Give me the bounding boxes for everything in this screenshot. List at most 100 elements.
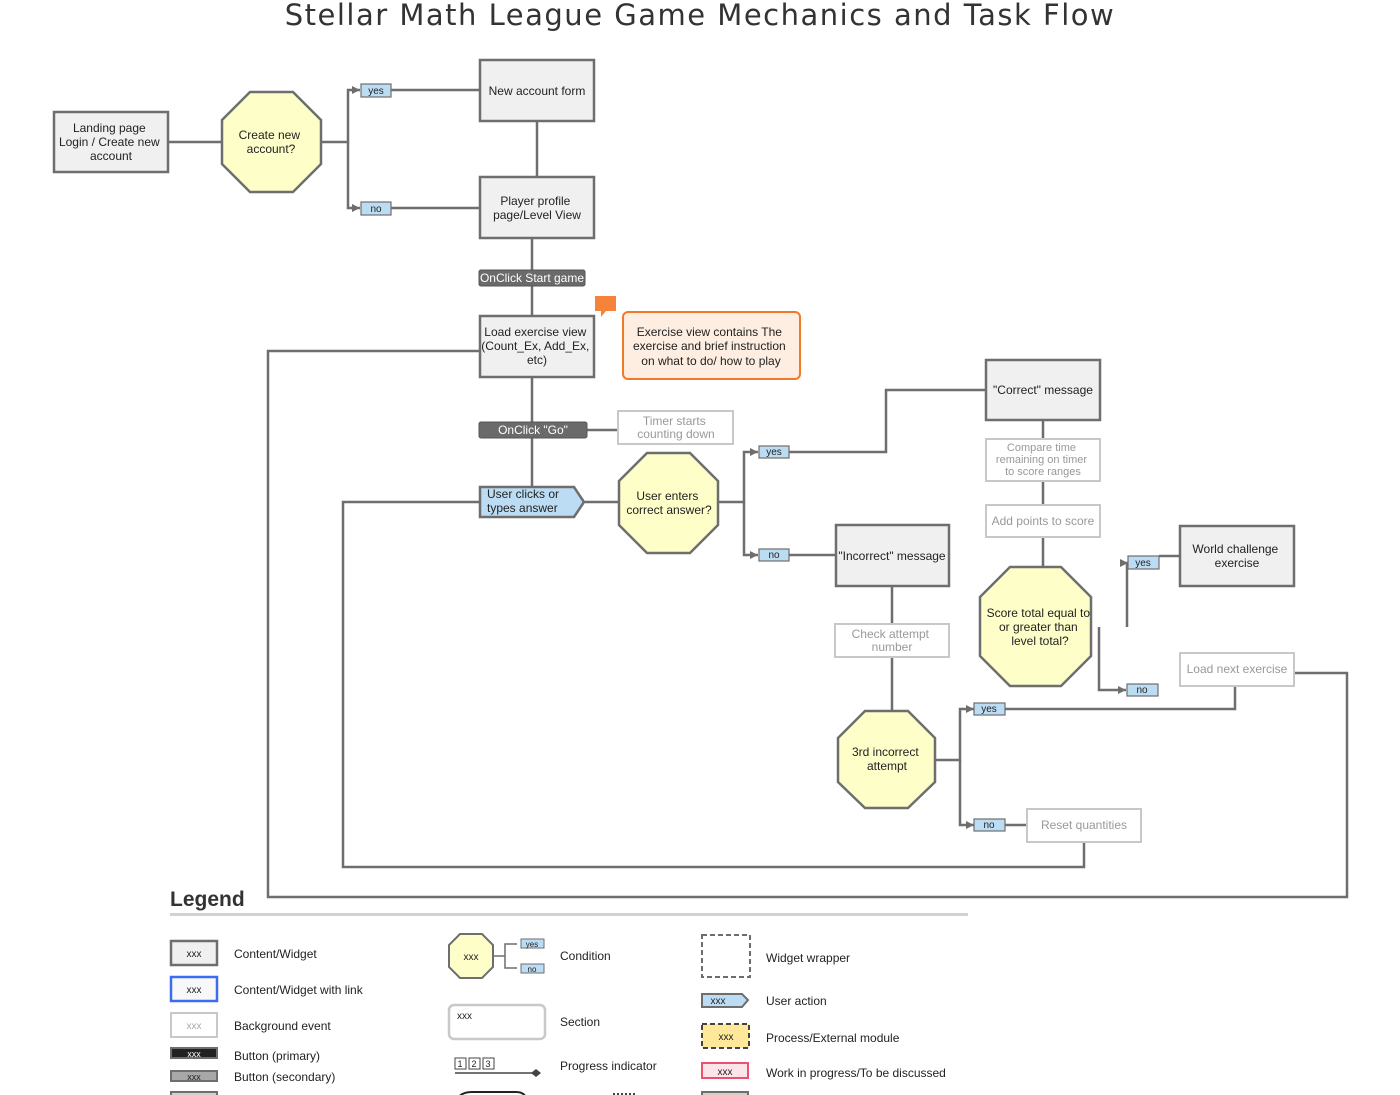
incorrect-message-box: "Incorrect" message [834, 523, 951, 588]
connector-score-yes [1125, 561, 1129, 627]
legend-bp-label: Button (primary) [234, 1049, 320, 1063]
connectors [168, 88, 1349, 899]
legend-progress: 1 2 3 Progress indicator [454, 1057, 657, 1077]
svg-text:Landing page Login / Cre: Landing page Login / Create new account [59, 121, 163, 163]
connector-yes-correctmsg [789, 388, 986, 454]
legend-process: xxx Process/External module [701, 1023, 900, 1049]
user-answer-action: User clicks or types answer [478, 485, 586, 519]
svg-text:Create new account?: Create new account? [239, 128, 304, 156]
legend-step-1: 1 [457, 1059, 462, 1069]
svg-text:Check attempt number: Check attempt number [852, 627, 933, 654]
score-total-condition: Score total equal to or greater than lev… [978, 565, 1094, 688]
third-yes-label: yes [981, 704, 997, 715]
svg-text:User enters correct answ: User enters correct answer? [626, 489, 712, 517]
svg-text:Player profile page/Leve: Player profile page/Level View [493, 194, 581, 222]
incorrect-message-label: "Incorrect" message [838, 549, 946, 563]
legend: Legend xxx Content/Widget xxx Content/Wi… [169, 888, 968, 1095]
legend-content-link: xxx Content/Widget with link [169, 975, 364, 1003]
load-exercise-line-2: (Count_Ex, Add_Ex, [481, 339, 589, 353]
legend-sec-sample: xxx [457, 1011, 472, 1022]
score-yes-label: yes [1135, 558, 1151, 569]
third-attempt-condition: 3rd incorrect attempt [836, 709, 937, 810]
reset-label: Reset quantities [1041, 818, 1127, 832]
legend-background-event: xxx Background event [170, 1012, 331, 1038]
legend-proc-sample: xxx [719, 1032, 734, 1043]
note-line-1: Exercise view contains The [637, 325, 783, 339]
landing-line-3: account [90, 149, 133, 163]
add-points-event: Add points to score [985, 504, 1101, 538]
correct-q-line-2: correct answer? [626, 503, 712, 517]
load-exercise-line-1: Load exercise view [484, 325, 586, 339]
add-points-label: Add points to score [992, 514, 1095, 528]
create-yes-label: yes [368, 86, 384, 97]
svg-text:Score total equal to or: Score total equal to or greater than lev… [987, 606, 1094, 648]
correct-message-box: "Correct" message [984, 358, 1102, 422]
compare-line-2: remaining on timer [996, 454, 1087, 466]
legend-wip-sample: xxx [718, 1067, 733, 1078]
go-label: OnClick "Go" [498, 423, 568, 437]
timer-line-1: Timer starts [643, 414, 706, 428]
world-line-1: World challenge [1192, 542, 1278, 556]
legend-ua-label: User action [766, 994, 827, 1008]
svg-text:Timer starts counting do: Timer starts counting down [637, 414, 714, 441]
create-yes-tag: yes [360, 83, 392, 98]
note-line-3: on what to do/ how to play [641, 354, 780, 368]
legend-ww-label: Widget wrapper [766, 951, 850, 965]
third-no-label: no [983, 820, 995, 831]
new-account-form-label: New account form [489, 84, 586, 98]
legend-cut-item [170, 1091, 218, 1095]
world-line-2: exercise [1215, 556, 1260, 570]
score-q-line-2: or greater than [999, 620, 1078, 634]
legend-button-primary: xxx Button (primary) [170, 1047, 320, 1063]
legend-wip: xxx Work in progress/To be discussed [701, 1062, 946, 1080]
load-exercise-box: Load exercise view (Count_Ex, Add_Ex, et… [478, 314, 596, 379]
user-answer-line-1: User clicks or [487, 487, 559, 501]
go-button[interactable]: OnClick "Go" [478, 421, 588, 439]
comment-icon[interactable] [595, 296, 616, 317]
arrowheads [352, 86, 1128, 829]
correct-q-line-1: User enters [636, 489, 698, 503]
create-no-tag: no [360, 201, 392, 216]
legend-button-secondary: xxx Button (secondary) [170, 1070, 335, 1084]
legend-cl-sample: xxx [187, 985, 202, 996]
legend-step-2: 2 [471, 1059, 476, 1069]
compare-line-3: to score ranges [1005, 466, 1081, 478]
connector-create-yes [321, 88, 360, 144]
legend-prog-label: Progress indicator [560, 1059, 657, 1073]
compare-time-event: Compare time remaining on timer to score… [985, 438, 1101, 482]
correct-message-label: "Correct" message [993, 383, 1093, 397]
third-q-line-1: 3rd incorrect [852, 745, 919, 759]
legend-proc-label: Process/External module [766, 1031, 900, 1045]
load-next-event: Load next exercise [1179, 652, 1295, 687]
start-game-label: OnClick Start game [480, 271, 584, 285]
legend-bs-label: Button (secondary) [234, 1070, 335, 1084]
legend-be-label: Background event [234, 1019, 331, 1033]
legend-condition: xxx yes no Condition [448, 933, 611, 979]
svg-text:World challenge exercise: World challenge exercise [1192, 542, 1281, 570]
third-yes-tag: yes [973, 702, 1006, 716]
create-account-condition: Create new account? [220, 90, 323, 194]
legend-cond-yes: yes [526, 940, 538, 949]
landing-page-box: Landing page Login / Create new account [52, 110, 170, 174]
connector-loadnext-loop [266, 349, 1349, 899]
third-q-line-2: attempt [867, 759, 908, 773]
create-account-line-2: account? [247, 142, 296, 156]
correct-yes-tag: yes [758, 445, 790, 459]
world-challenge-box: World challenge exercise [1178, 524, 1296, 588]
create-account-line-1: Create new [239, 128, 301, 142]
load-exercise-line-3: etc) [527, 353, 547, 367]
connector-third-no [958, 760, 974, 827]
start-game-button[interactable]: OnClick Start game [478, 269, 586, 287]
timer-line-2: counting down [637, 427, 714, 441]
connector-reset-loop [341, 500, 1086, 869]
legend-step-3: 3 [485, 1059, 490, 1069]
legend-cond-sample: xxx [464, 952, 479, 963]
legend-widget-wrapper: Widget wrapper [701, 934, 850, 978]
legend-heading: Legend [170, 888, 245, 911]
compare-line-1: Compare time [1007, 442, 1076, 454]
legend-sec-label: Section [560, 1015, 600, 1029]
legend-ua-sample: xxx [711, 996, 726, 1007]
create-no-label: no [370, 204, 382, 215]
third-no-tag: no [973, 818, 1006, 832]
